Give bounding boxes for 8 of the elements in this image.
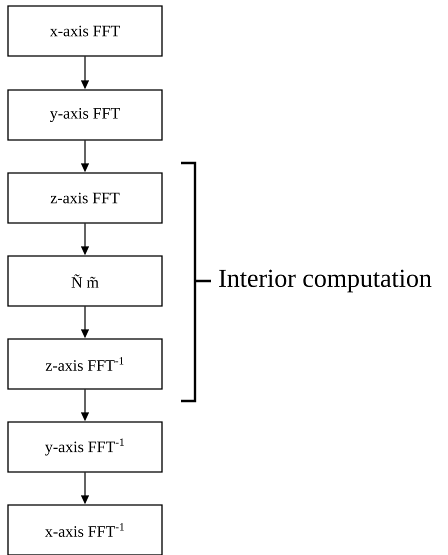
process-box: Ñ m̃: [7, 255, 163, 307]
process-box: y-axis FFT: [7, 89, 163, 141]
process-box: z-axis FFT: [7, 172, 163, 224]
process-box: z-axis FFT$^{-1}$: [7, 338, 163, 390]
bracket-label: Interior computation: [219, 270, 432, 292]
process-box: x-axis FFT: [7, 5, 163, 57]
process-box: x-axis FFT$^{-1}$: [7, 504, 163, 555]
process-box: y-axis FFT$^{-1}$: [7, 421, 163, 473]
